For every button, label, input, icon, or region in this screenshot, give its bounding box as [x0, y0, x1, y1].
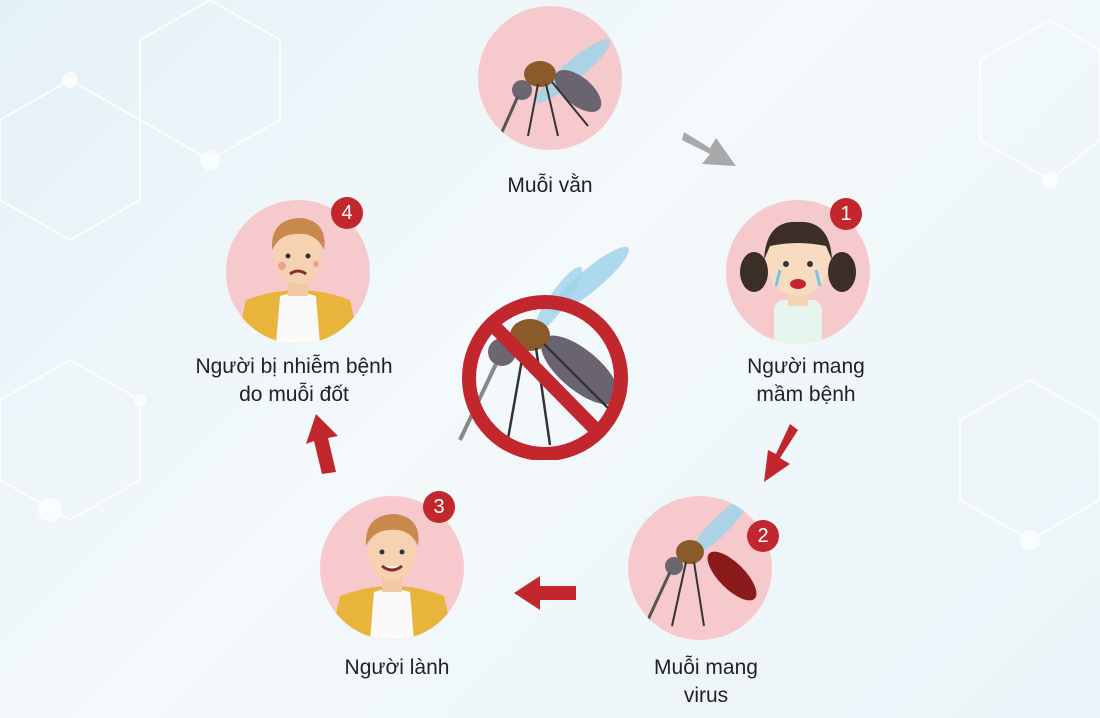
- label-line: Người lành: [344, 656, 450, 679]
- crying-girl-icon: [740, 221, 856, 344]
- step-4-circle: [226, 200, 370, 344]
- blood-filled-mosquito-icon: [644, 497, 757, 627]
- no-mosquito-sign-icon: [458, 246, 629, 460]
- step-3-circle: [320, 496, 464, 640]
- label-line: mầm bệnh: [756, 383, 856, 406]
- sick-man-icon: [236, 218, 360, 344]
- step-mosquito-circle: [478, 6, 622, 150]
- label-line: Muỗi mang: [654, 656, 758, 679]
- label-line: Muỗi vằn: [507, 174, 593, 197]
- step-2-circle: [628, 496, 772, 640]
- step-3-number-badge: 3: [423, 491, 455, 523]
- label-line: virus: [683, 684, 729, 707]
- smiling-man-icon: [330, 514, 454, 640]
- label-line: Người bị nhiễm bệnh: [195, 355, 393, 378]
- step-1-label: Người mang mầm bệnh: [676, 353, 936, 409]
- arrow-red-left-icon: [514, 576, 576, 610]
- step-3-label: Người lành: [267, 654, 527, 682]
- step-mosquito-label: Muỗi vằn: [420, 172, 680, 200]
- label-line: do muỗi đốt: [239, 383, 349, 406]
- step-4-label: Người bị nhiễm bệnh do muỗi đốt: [164, 353, 424, 409]
- step-1-number-badge: 1: [830, 198, 862, 230]
- step-4-number-badge: 4: [331, 197, 363, 229]
- step-2-label: Muỗi mang virus: [576, 654, 836, 710]
- mosquito-icon: [496, 39, 611, 142]
- arrow-gray-icon: [682, 132, 736, 166]
- arrow-red-down-left-icon: [764, 424, 798, 482]
- arrow-red-up-icon: [306, 414, 338, 474]
- step-2-number-badge: 2: [747, 520, 779, 552]
- label-line: Người mang: [747, 355, 865, 378]
